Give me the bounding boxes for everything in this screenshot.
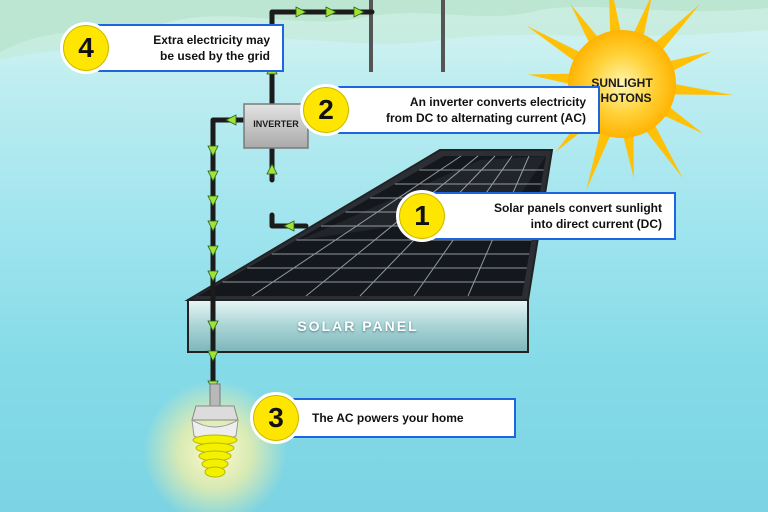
step-1-line1: Solar panels convert sunlight — [493, 200, 662, 215]
sun-label-line1: SUNLIGHT — [591, 76, 653, 90]
step-3-text: The AC powers your home — [288, 397, 516, 439]
step-1-line2: into direct current (DC) — [530, 217, 662, 231]
step-2-line2: from DC to alternating current (AC) — [385, 111, 586, 125]
step-3-line1: The AC powers your home — [312, 410, 464, 425]
power-pole-icon — [369, 0, 445, 72]
step-1-badge: 1 — [396, 190, 448, 242]
step-1-callout: 1 Solar panels convert sunlight into dir… — [396, 190, 676, 242]
light-bulb-icon — [191, 383, 239, 478]
inverter-box — [243, 103, 309, 149]
solar-panel-label: SOLAR PANEL — [297, 318, 419, 334]
step-2-badge: 2 — [300, 84, 352, 136]
sun-icon — [516, 0, 734, 191]
step-2-line1: An inverter converts electricity — [409, 94, 586, 109]
step-4-line2: be used by the grid — [159, 49, 270, 63]
sunlight-photons-label: SUNLIGHT PHOTONS — [572, 76, 672, 106]
step-2-text: An inverter converts electricity from DC… — [338, 85, 600, 135]
step-1-text: Solar panels convert sunlight into direc… — [434, 191, 676, 241]
step-4-badge: 4 — [60, 22, 112, 74]
step-4-text: Extra electricity may be used by the gri… — [98, 23, 284, 73]
step-3-badge: 3 — [250, 392, 302, 444]
sun-label-line2: PHOTONS — [592, 91, 652, 105]
step-2-callout: 2 An inverter converts electricity from … — [300, 84, 600, 136]
step-3-callout: 3 The AC powers your home — [250, 392, 516, 444]
inverter-label: INVERTER — [253, 119, 299, 129]
step-4-callout: 4 Extra electricity may be used by the g… — [60, 22, 284, 74]
step-4-line1: Extra electricity may — [153, 32, 270, 47]
